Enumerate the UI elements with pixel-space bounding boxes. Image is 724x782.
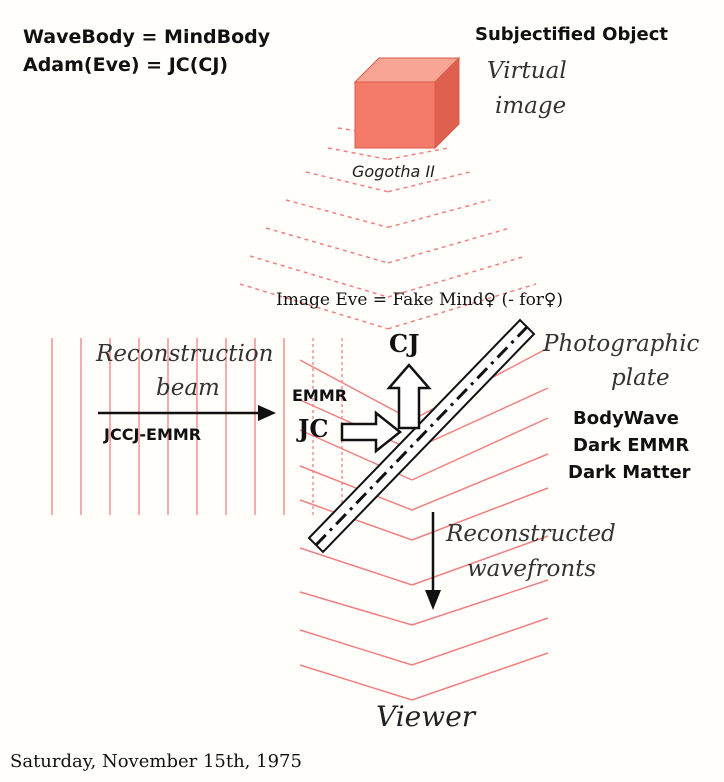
bodywave-label: BodyWave: [573, 408, 680, 429]
dark-matter-label: Dark Matter: [568, 462, 691, 483]
emmr-label: EMMR: [292, 386, 348, 405]
dark-emmr-label: Dark EMMR: [573, 435, 690, 456]
equation-adam-eve: Adam(Eve) = JC(CJ): [23, 54, 229, 76]
cube-icon: [353, 56, 461, 150]
dotted-chevron-left: [239, 283, 389, 330]
solid-chevron-right: [411, 579, 549, 626]
cube-caption: Gogotha II: [352, 162, 435, 181]
solid-chevron-right: [411, 417, 549, 481]
photographic-label: Photographic: [543, 331, 700, 357]
solid-chevron-left: [299, 629, 413, 666]
right-arrow-icon: [98, 405, 276, 421]
image-eve-label: Image Eve = Fake Mind♀ (- for♀): [276, 290, 563, 310]
solid-chevron-left: [299, 664, 413, 701]
solid-chevron-right: [411, 453, 549, 511]
solid-chevron-right: [411, 535, 549, 586]
dotted-chevron-right: [387, 147, 449, 161]
jccj-emmr-label: JCCJ-EMMR: [104, 425, 202, 444]
dotted-chevron-right: [387, 171, 471, 193]
dotted-chevron-left: [327, 147, 389, 161]
reconstruction-beam-lines: [51, 338, 343, 515]
solid-chevron-right: [411, 387, 549, 451]
solid-chevron-left: [299, 359, 413, 421]
solid-chevron-left: [299, 465, 413, 511]
solid-chevron-left: [299, 547, 413, 586]
dotted-chevron-right: [387, 199, 491, 229]
dotted-chevron-right: [387, 283, 537, 330]
dotted-chevron-right: [387, 227, 511, 264]
dotted-chevron-left: [285, 199, 389, 229]
virtual-label: Virtual: [487, 58, 567, 84]
jc-label: JC: [298, 414, 329, 443]
viewer-label: Viewer: [376, 700, 476, 733]
down-arrow-icon: [425, 512, 441, 610]
equation-wavebody: WaveBody = MindBody: [23, 26, 271, 48]
reconstructed-label: Reconstructed: [446, 521, 616, 547]
plate-label: plate: [611, 365, 670, 391]
dotted-chevron-left: [265, 227, 389, 264]
jc-right-arrow-icon: [340, 410, 403, 454]
solid-chevron-right: [411, 652, 549, 701]
image-label: image: [495, 93, 567, 119]
solid-chevron-right: [411, 487, 549, 541]
solid-chevron-right: [411, 617, 549, 666]
dotted-chevron-left: [305, 171, 389, 193]
beam-label: beam: [156, 375, 220, 401]
plate-icon: [307, 318, 536, 554]
solid-chevron-left: [299, 499, 413, 541]
cj-label: CJ: [389, 329, 420, 358]
solid-chevron-left: [299, 591, 413, 626]
subjectified-object-title: Subjectified Object: [475, 24, 669, 45]
reconstruction-label: Reconstruction: [96, 341, 274, 367]
date-label: Saturday, November 15th, 1975: [10, 751, 302, 772]
wavefronts-label: wavefronts: [467, 556, 597, 582]
up-arrow-icon: [386, 363, 432, 430]
